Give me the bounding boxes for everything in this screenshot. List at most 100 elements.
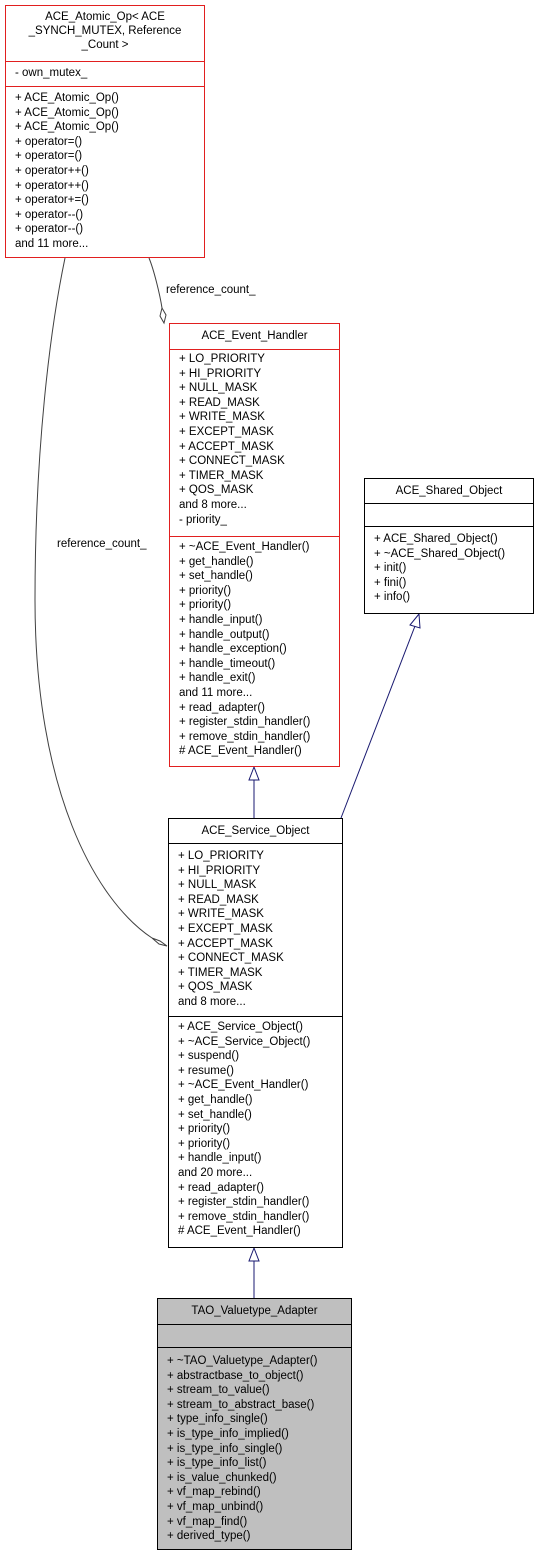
method: + operator=() [15,135,83,148]
separator [365,526,533,527]
class-ace-service-object[interactable]: ACE_Service_Object + LO_PRIORITY + HI_PR… [168,818,343,1248]
class-title: TAO_Valuetype_Adapter [191,1305,318,1317]
method: + handle_exception() [179,643,287,656]
method: + fini() [374,576,407,589]
method: + ~ACE_Service_Object() [178,1035,311,1048]
class-title: ACE_Service_Object [201,825,310,837]
method: + remove_stdin_handler() [178,1210,310,1223]
method: + suspend() [178,1050,240,1063]
method: + ACE_Shared_Object() [374,533,498,545]
attribute: + HI_PRIORITY [179,367,262,380]
separator [169,1016,342,1017]
method: + handle_exit() [179,672,256,685]
separator [170,349,339,350]
method: + ~ACE_Event_Handler() [179,541,310,553]
method: + register_stdin_handler() [179,716,311,729]
method: + init() [374,562,407,575]
method: # ACE_Event_Handler() [178,1225,301,1238]
attribute: + TIMER_MASK [179,469,264,482]
method: + vf_map_unbind() [167,1500,264,1513]
attribute: + ACCEPT_MASK [179,440,274,453]
attribute: + WRITE_MASK [178,908,264,921]
method: + abstractbase_to_object() [167,1369,304,1382]
method: and 11 more... [15,237,89,250]
method: + set_handle() [179,570,253,583]
method: + info() [374,591,411,604]
separator [169,843,342,844]
method: + vf_map_find() [167,1515,248,1528]
inheritance-arrow-service-object [248,1246,260,1262]
attribute: + QOS_MASK [178,981,253,994]
class-ace-event-handler[interactable]: ACE_Event_Handler + LO_PRIORITY + HI_PRI… [169,323,340,767]
method: + ACE_Atomic_Op() [15,121,119,134]
edge-atomic-to-service-object [34,257,153,939]
separator [6,61,204,62]
attribute: + ACCEPT_MASK [178,937,273,950]
edge-label-event-handler: reference_count_ [166,284,256,296]
method: + handle_input() [179,613,263,626]
method: + handle_timeout() [179,657,276,670]
method-list: + ACE_Shared_Object() + ~ACE_Shared_Obje… [374,532,529,605]
attribute: + WRITE_MASK [179,411,265,424]
method: + operator++() [15,164,89,177]
method: + handle_input() [178,1152,262,1165]
method: + stream_to_value() [167,1384,270,1397]
attribute: and 8 more... [179,498,247,511]
method: + priority() [178,1123,231,1136]
method: + operator+=() [15,194,89,207]
method: + priority() [179,599,232,612]
method: + is_type_info_implied() [167,1427,289,1440]
attribute: + LO_PRIORITY [178,850,264,862]
method: + resume() [178,1064,234,1077]
method: + get_handle() [178,1093,253,1106]
class-ace-atomic-op[interactable]: ACE_Atomic_Op< ACE _SYNCH_MUTEX, Referen… [5,5,205,258]
separator [158,1324,351,1325]
method: + get_handle() [179,555,254,568]
class-title: ACE_Atomic_Op< ACE _SYNCH_MUTEX, Referen… [28,11,182,51]
attribute: + CONNECT_MASK [178,952,284,965]
method: + read_adapter() [178,1181,264,1194]
attribute: - priority_ [179,513,227,526]
separator [6,86,204,87]
inheritance-arrow-event-handler [248,765,260,781]
method: + register_stdin_handler() [178,1196,310,1209]
attribute: + EXCEPT_MASK [179,425,274,438]
method: + read_adapter() [179,701,265,714]
attribute: and 8 more... [178,995,246,1008]
method: + ACE_Atomic_Op() [15,92,119,104]
attribute-list: + LO_PRIORITY + HI_PRIORITY + NULL_MASK … [179,352,335,527]
method: + is_type_info_single() [167,1442,283,1455]
method: + operator++() [15,179,89,192]
class-tao-valuetype-adapter[interactable]: TAO_Valuetype_Adapter + ~TAO_Valuetype_A… [157,1298,352,1550]
attribute: + NULL_MASK [178,879,257,892]
attribute: + NULL_MASK [179,382,258,395]
attribute: + QOS_MASK [179,484,254,497]
method-list: + ~ACE_Event_Handler() + get_handle() + … [179,540,335,759]
attribute-list: + LO_PRIORITY + HI_PRIORITY + NULL_MASK … [178,849,338,1010]
aggregation-diamond-service-object [151,937,168,947]
method: and 20 more... [178,1166,253,1179]
method: + ~ACE_Event_Handler() [178,1079,309,1092]
attribute: + READ_MASK [178,893,259,906]
class-ace-shared-object[interactable]: ACE_Shared_Object + ACE_Shared_Object() … [364,478,534,614]
method: + ~ACE_Shared_Object() [374,547,506,560]
separator [365,503,533,504]
method: + remove_stdin_handler() [179,730,311,743]
method: + stream_to_abstract_base() [167,1398,315,1411]
method-list: + ACE_Service_Object() + ~ACE_Service_Ob… [178,1020,338,1239]
method: # ACE_Event_Handler() [179,745,302,758]
method: + is_value_chunked() [167,1471,277,1484]
attribute: - own_mutex_ [15,67,88,79]
method: + operator--() [15,208,84,221]
method-list: + ~TAO_Valuetype_Adapter() + abstractbas… [167,1354,347,1544]
method: + priority() [178,1137,231,1150]
method: + vf_map_rebind() [167,1486,261,1499]
class-title: ACE_Event_Handler [201,330,308,342]
attribute: + READ_MASK [179,396,260,409]
method: + operator--() [15,223,84,236]
method: and 11 more... [179,686,253,699]
class-title: ACE_Shared_Object [395,485,503,497]
edge-label-service-object: reference_count_ [57,538,147,550]
edge-service-to-shared-object [340,625,416,819]
attribute: + EXCEPT_MASK [178,922,273,935]
